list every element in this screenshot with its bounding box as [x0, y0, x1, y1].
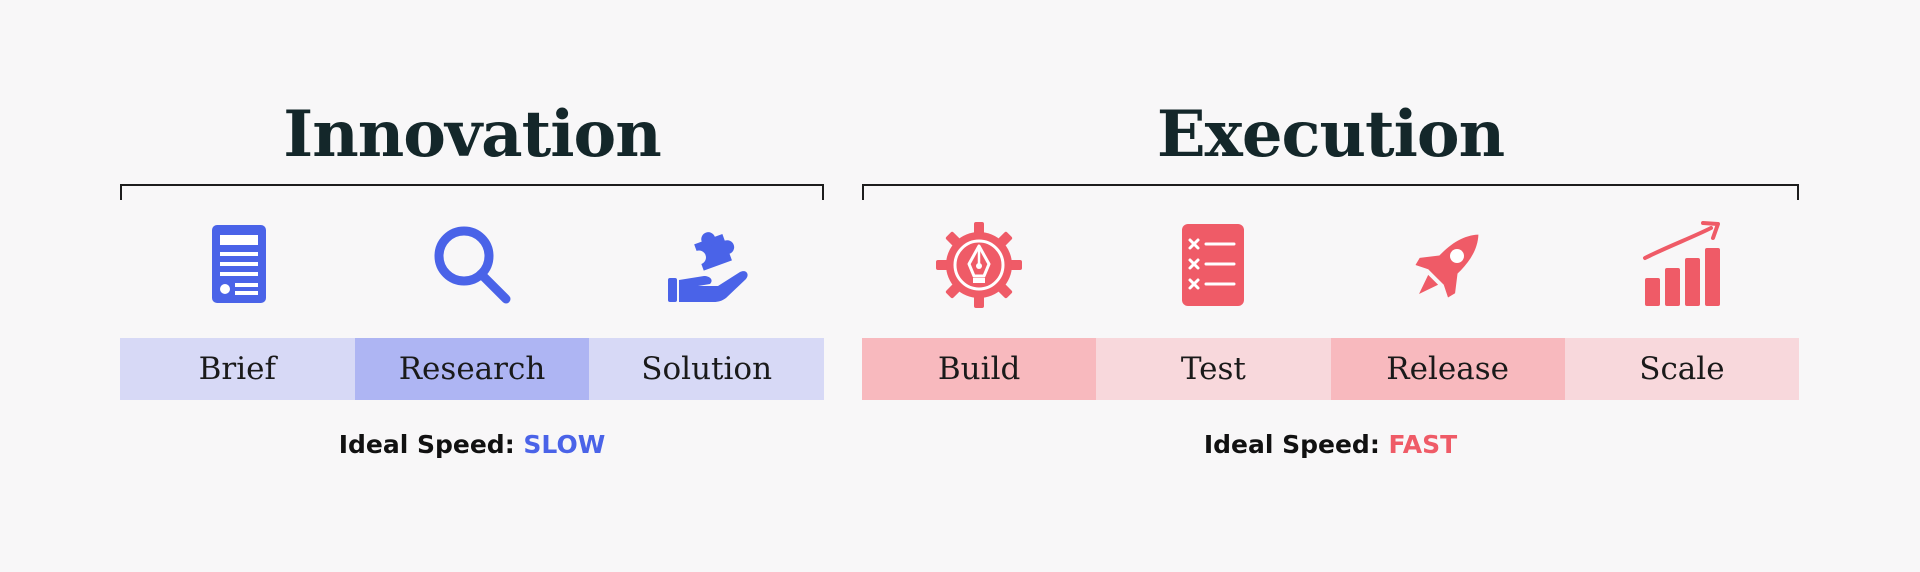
test-icon-cell: [1096, 218, 1330, 312]
icon-row: [862, 218, 1799, 312]
rocket-icon: [1415, 234, 1479, 298]
stage-release: Release: [1330, 338, 1565, 400]
growth-chart-icon: [1642, 221, 1720, 306]
stage-build: Build: [862, 338, 1097, 400]
bracket: [862, 184, 1799, 200]
build-icon-cell: [862, 218, 1096, 312]
stage-test: Test: [1096, 338, 1331, 400]
stage-research: Research: [354, 338, 590, 400]
document-icon: [212, 225, 267, 303]
speed-label: Ideal Speed:: [338, 430, 515, 459]
group-title: Execution: [1156, 97, 1505, 172]
speed-value: FAST: [1388, 430, 1458, 459]
speed-value: SLOW: [523, 430, 606, 459]
checklist-icon: [1182, 224, 1245, 306]
solution-icon-cell: [589, 218, 824, 312]
stage-solution: Solution: [589, 338, 825, 400]
stage-scale: Scale: [1564, 338, 1799, 400]
hand-puzzle-icon: [667, 232, 748, 302]
research-icon-cell: [355, 218, 590, 312]
gear-pen-icon: [936, 222, 1023, 308]
scale-icon-cell: [1565, 218, 1799, 312]
stage-row: Brief Research Solution: [120, 338, 825, 400]
bracket: [120, 184, 824, 200]
speed-label: Ideal Speed:: [1203, 430, 1380, 459]
icon-row: [120, 218, 824, 312]
magnifier-icon: [434, 226, 511, 304]
ideal-speed: Ideal Speed: FAST: [862, 430, 1799, 459]
brief-icon-cell: [120, 218, 355, 312]
release-icon-cell: [1331, 218, 1565, 312]
stage-row: Build Test Release Scale: [862, 338, 1799, 400]
stage-brief: Brief: [120, 338, 355, 400]
ideal-speed: Ideal Speed: SLOW: [120, 430, 824, 459]
group-title: Innovation: [283, 97, 661, 172]
